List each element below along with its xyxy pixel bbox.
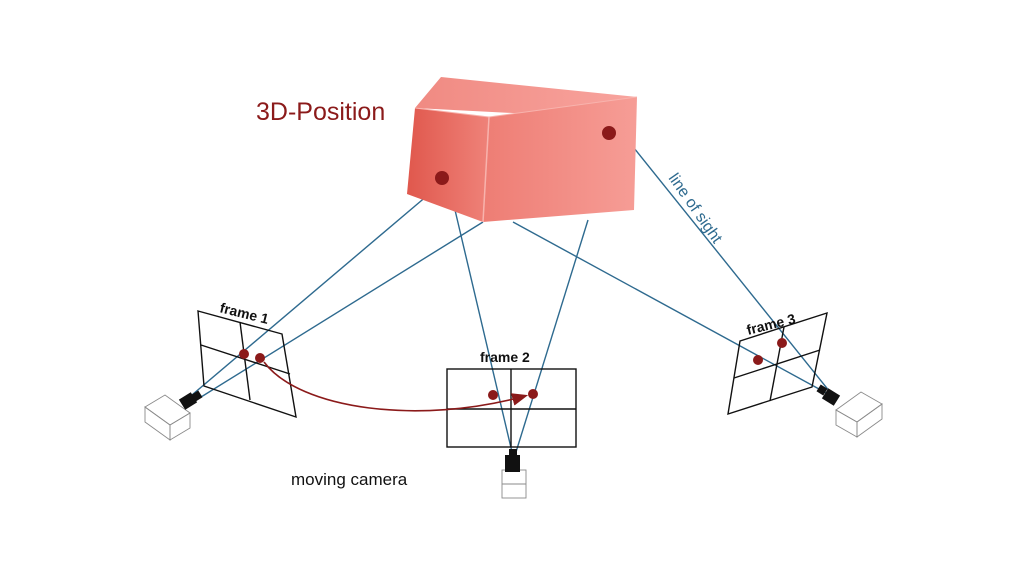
cube-edge [482,116,490,223]
cube-point-left [435,171,449,185]
sight-line-1b [192,221,484,403]
frame-2-point-b [528,389,538,399]
frame-1-label: frame 1 [218,299,270,327]
frame-3-point-a [753,355,763,365]
sight-line-2a [454,209,513,453]
line-of-sight-label: line of sight [665,171,726,248]
frame-3-label: frame 3 [745,310,797,338]
cube-edge-top-right [488,96,638,118]
sight-lines [185,147,831,453]
frame-1 [197,310,297,419]
moving-camera-caption: moving camera [291,470,408,489]
camera-1-icon [144,390,203,441]
frame-3-border [727,311,828,416]
cube-point-right [602,126,616,140]
cube-3d [407,77,638,223]
frame-2 [446,368,577,448]
frame-1-grid-v [239,321,251,401]
sight-line-3b [633,147,831,393]
frame-3-point-b [777,338,787,348]
sight-line-2b [515,219,589,453]
cube-left-face [407,108,489,222]
camera-2-icon [501,449,527,499]
sight-line-1a [185,194,429,401]
frame-1-point-b [255,353,265,363]
camera-3-icon [816,384,883,438]
frame-2-label: frame 2 [480,349,530,365]
frame-2-point-a [488,390,498,400]
title-label: 3D-Position [256,98,385,126]
cube-edge-top [414,107,490,118]
cube-front-face [483,97,637,222]
camera-motion-arrow [263,361,529,412]
frame-1-point-a [239,349,249,359]
frame-1-border [197,310,297,419]
